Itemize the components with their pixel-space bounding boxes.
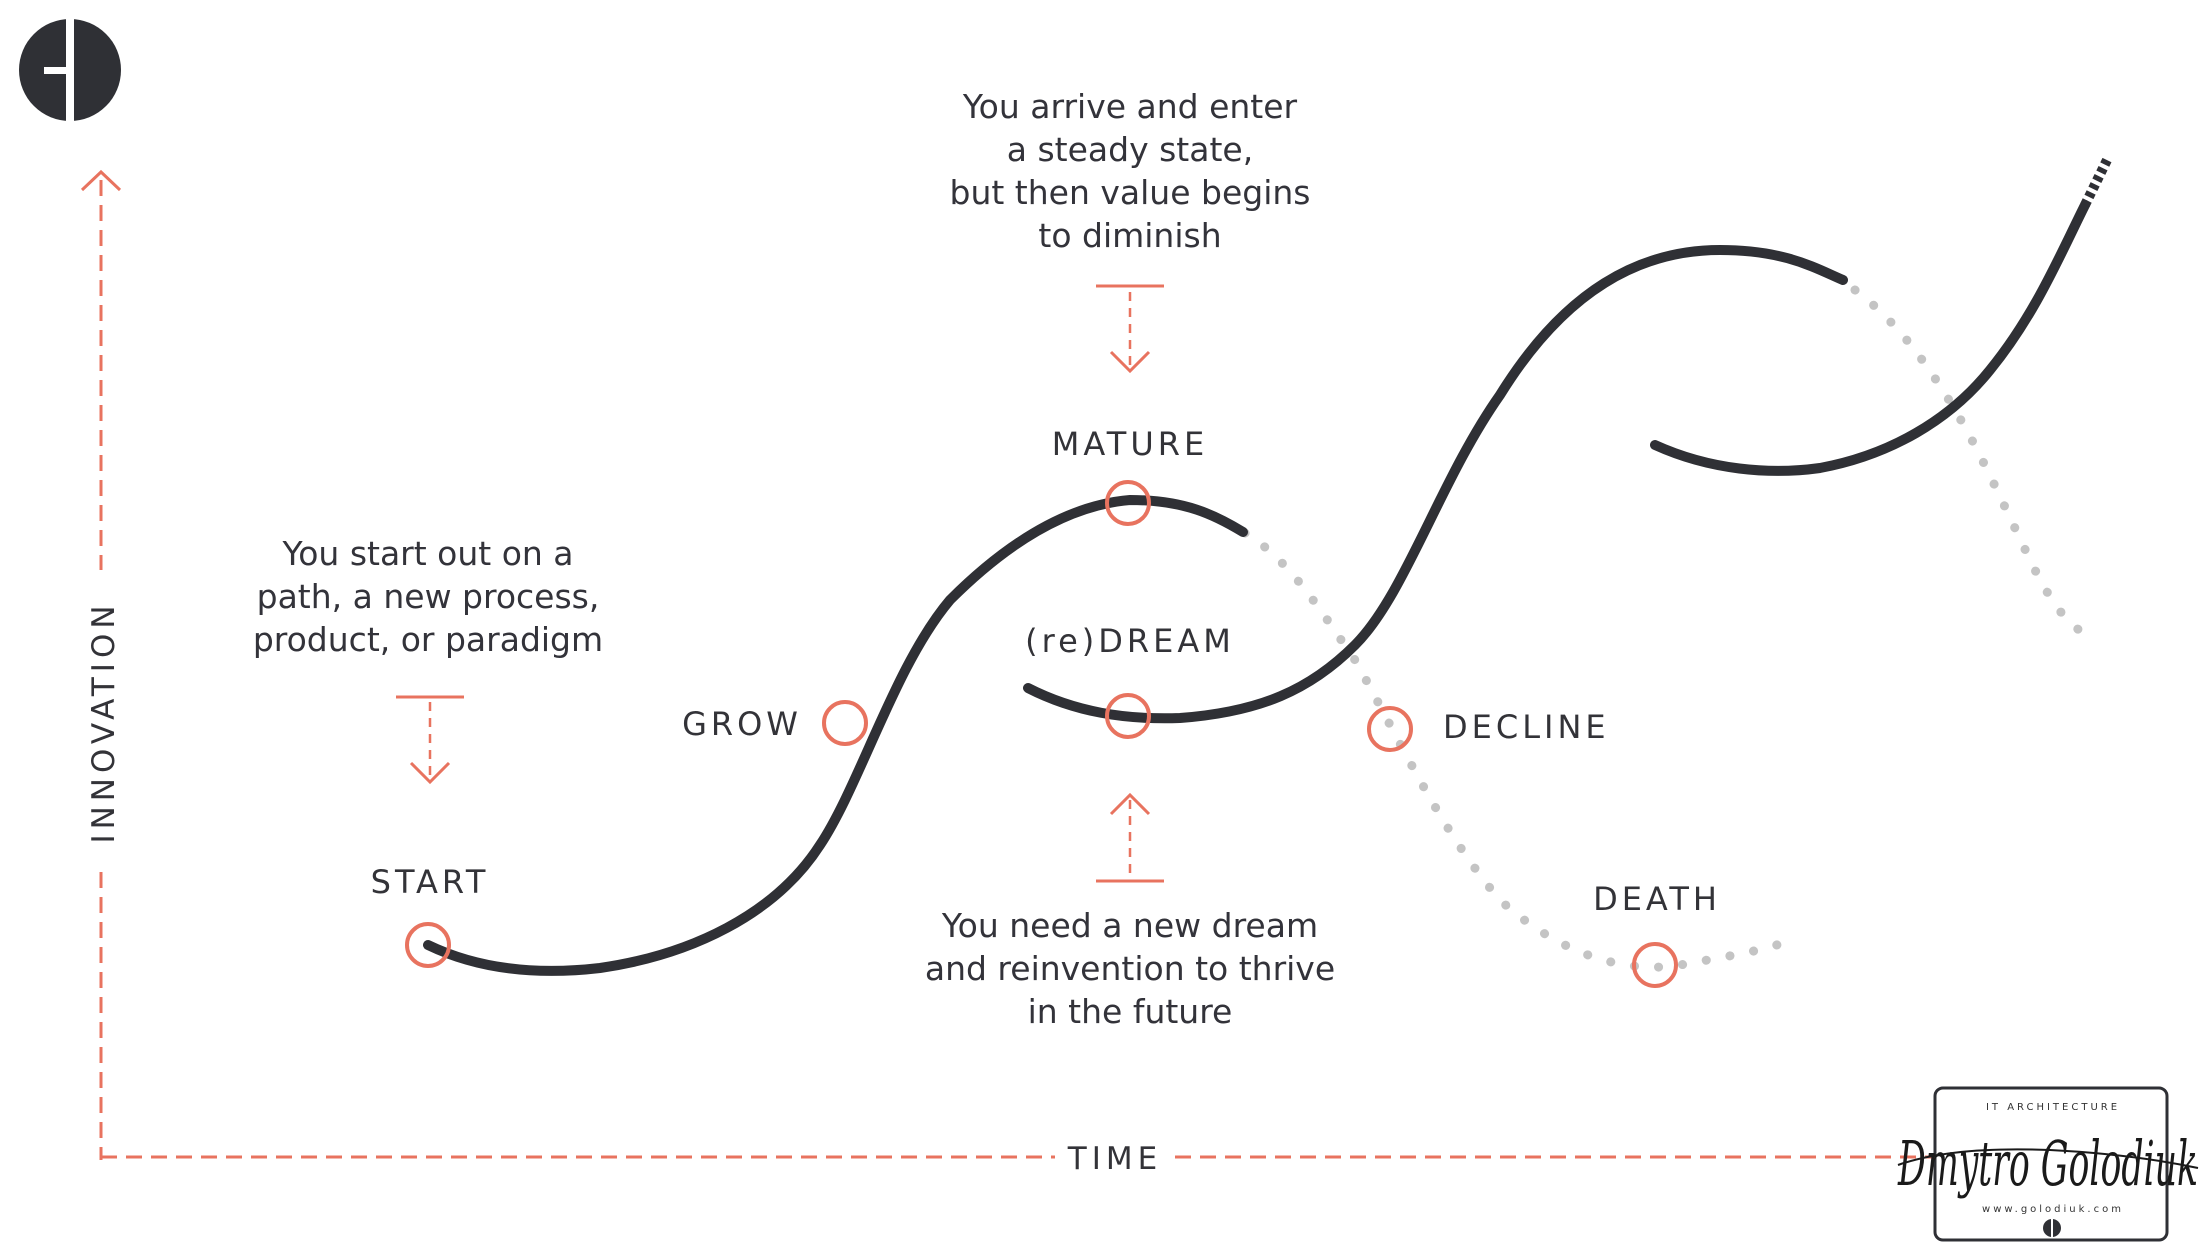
start-label: START: [371, 863, 490, 901]
next-wave-curve-tip: [2080, 155, 2113, 208]
x-axis: TIME: [101, 1135, 2150, 1179]
mature-down-arrow-icon: [1096, 284, 1164, 374]
start-marker: [405, 922, 451, 968]
mature-label: MATURE: [1052, 425, 1208, 463]
mature-marker: [1105, 480, 1151, 526]
grow-label: GROW: [682, 705, 802, 743]
start-note-line-3: product, or paradigm: [253, 620, 603, 659]
growth-curve: [423, 494, 1248, 976]
death-marker: [1632, 942, 1678, 988]
redream-note: You need a new dream and reinvention to …: [925, 906, 1335, 1031]
y-axis-label: INNOVATION: [86, 600, 122, 843]
redream-label: (re)DREAM: [1025, 622, 1235, 660]
signature-badge-icon: IT ARCHITECTURE Dmytro Golodiuk www.golo…: [1897, 1086, 2199, 1242]
next-wave-curve: [1650, 200, 2090, 476]
mature-note: You arrive and enter a steady state, but…: [950, 87, 1311, 255]
death-label: DEATH: [1593, 880, 1721, 918]
grow-marker: [822, 700, 868, 746]
mature-note-line-2: a steady state,: [1007, 130, 1253, 169]
mature-note-line-4: to diminish: [1038, 216, 1221, 255]
redream-note-line-2: and reinvention to thrive: [925, 949, 1335, 988]
mature-note-line-3: but then value begins: [950, 173, 1311, 212]
y-axis: INNOVATION: [80, 169, 122, 1160]
signature-logo-icon: [2043, 1219, 2061, 1237]
y-axis-arrow-icon: [80, 169, 122, 192]
redream-note-line-3: in the future: [1028, 992, 1233, 1031]
redream-curve: [1023, 244, 1848, 724]
redream-note-line-1: You need a new dream: [941, 906, 1318, 945]
start-note: You start out on a path, a new process, …: [253, 534, 603, 659]
signature-name: Dmytro Golodiuk: [1897, 1127, 2198, 1200]
x-axis-label: TIME: [1067, 1141, 1162, 1177]
circle-split-logo-icon: [19, 18, 121, 122]
start-down-arrow-icon: [396, 695, 464, 785]
second-decline-dotted-path: [1850, 285, 2103, 639]
start-note-line-1: You start out on a: [281, 534, 573, 573]
redream-up-arrow-icon: [1096, 792, 1164, 883]
decline-marker: [1367, 706, 1413, 752]
redream-marker: [1105, 693, 1151, 739]
mature-note-line-1: You arrive and enter: [962, 87, 1298, 126]
signature-tagline: IT ARCHITECTURE: [1986, 1102, 2120, 1113]
start-note-line-2: path, a new process,: [257, 577, 600, 616]
decline-label: DECLINE: [1443, 708, 1610, 746]
signature-website: www.golodiuk.com: [1982, 1204, 2124, 1215]
